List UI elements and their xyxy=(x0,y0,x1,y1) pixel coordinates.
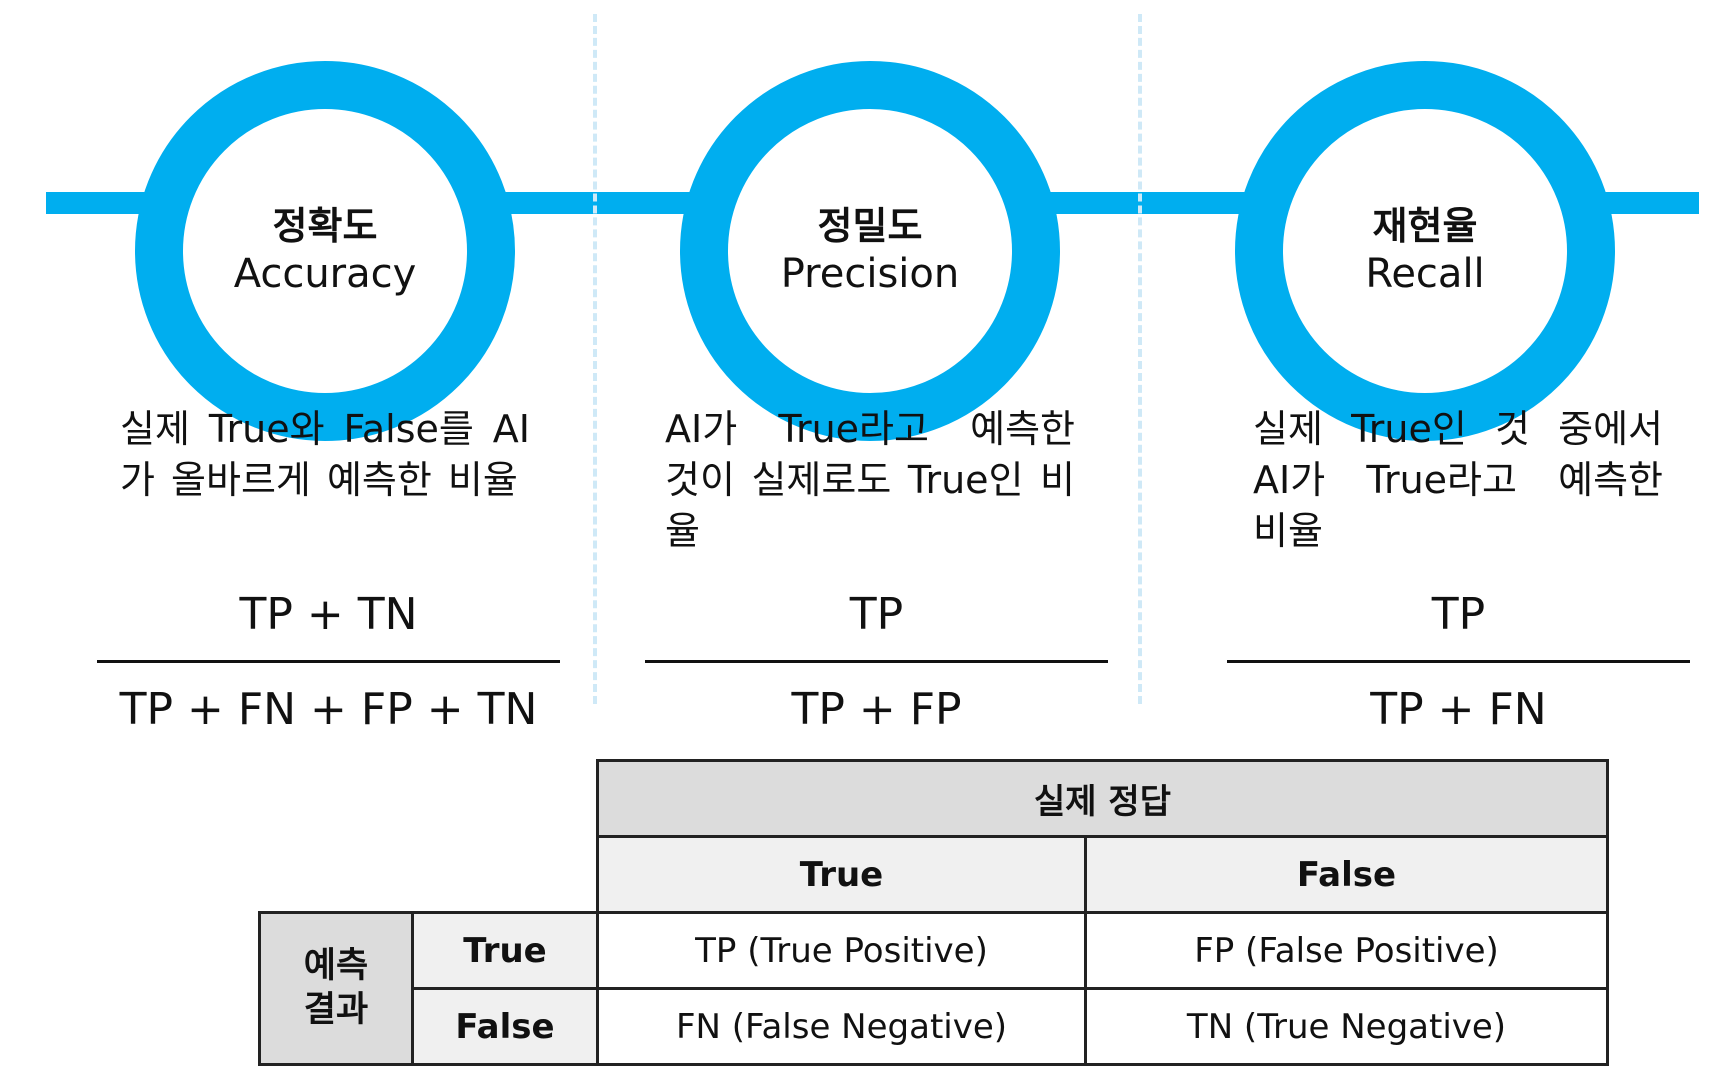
fn-cell: FN (False Negative) xyxy=(596,987,1087,1066)
precision-title-en: Precision xyxy=(780,250,960,297)
accuracy-formula: TP + TN TP + FN + FP + TN xyxy=(97,580,560,745)
accuracy-fraction-bar xyxy=(97,660,560,663)
recall-denominator: TP + FN xyxy=(1370,684,1547,735)
table-row: 실제 정답 xyxy=(260,759,1609,838)
accuracy-circle: 정확도 Accuracy xyxy=(135,61,515,441)
column-divider-1 xyxy=(593,14,597,704)
accuracy-description: 실제 True와 False를 AI가 올바르게 예측한 비율 xyxy=(120,407,530,502)
tp-cell: TP (True Positive) xyxy=(596,911,1087,990)
precision-formula: TP TP + FP xyxy=(645,580,1108,745)
table-row: False FN (False Negative) TN (True Negat… xyxy=(260,987,1609,1066)
recall-formula: TP TP + FN xyxy=(1227,580,1690,745)
confusion-matrix-table: 실제 정답 True False 예측 결과 True TP (True Pos… xyxy=(258,759,1609,1066)
tn-cell: TN (True Negative) xyxy=(1084,987,1609,1066)
recall-description: 실제 True인 것 중에서 AI가 True라고 예측한 비율 xyxy=(1253,407,1663,553)
predicted-false-header: False xyxy=(411,987,599,1066)
accuracy-denominator: TP + FN + FP + TN xyxy=(119,684,538,735)
accuracy-title-en: Accuracy xyxy=(233,250,417,297)
precision-numerator: TP xyxy=(849,589,904,640)
accuracy-numerator: TP + TN xyxy=(239,589,418,640)
predicted-true-header: True xyxy=(411,911,599,990)
predicted-result-header: 예측 결과 xyxy=(258,911,414,1066)
recall-circle: 재현율 Recall xyxy=(1235,61,1615,441)
predicted-result-label: 예측 결과 xyxy=(303,945,369,1030)
recall-numerator: TP xyxy=(1431,589,1486,640)
precision-denominator: TP + FP xyxy=(791,684,962,735)
fp-cell: FP (False Positive) xyxy=(1084,911,1609,990)
actual-true-header: True xyxy=(596,835,1087,914)
precision-fraction-bar xyxy=(645,660,1108,663)
recall-title-en: Recall xyxy=(1365,250,1485,297)
recall-fraction-bar xyxy=(1227,660,1690,663)
table-corner-blank xyxy=(260,837,598,913)
precision-circle: 정밀도 Precision xyxy=(680,61,1060,441)
column-divider-2 xyxy=(1138,14,1142,704)
table-corner-blank xyxy=(260,761,598,837)
accuracy-title-ko: 정확도 xyxy=(272,204,378,249)
precision-title-ko: 정밀도 xyxy=(817,204,923,249)
actual-answer-header: 실제 정답 xyxy=(596,759,1609,838)
actual-false-header: False xyxy=(1084,835,1609,914)
precision-description: AI가 True라고 예측한 것이 실제로도 True인 비율 xyxy=(665,407,1075,553)
recall-title-ko: 재현율 xyxy=(1372,204,1478,249)
table-row: True False xyxy=(260,835,1609,914)
table-row: 예측 결과 True TP (True Positive) FP (False … xyxy=(258,911,1609,1066)
